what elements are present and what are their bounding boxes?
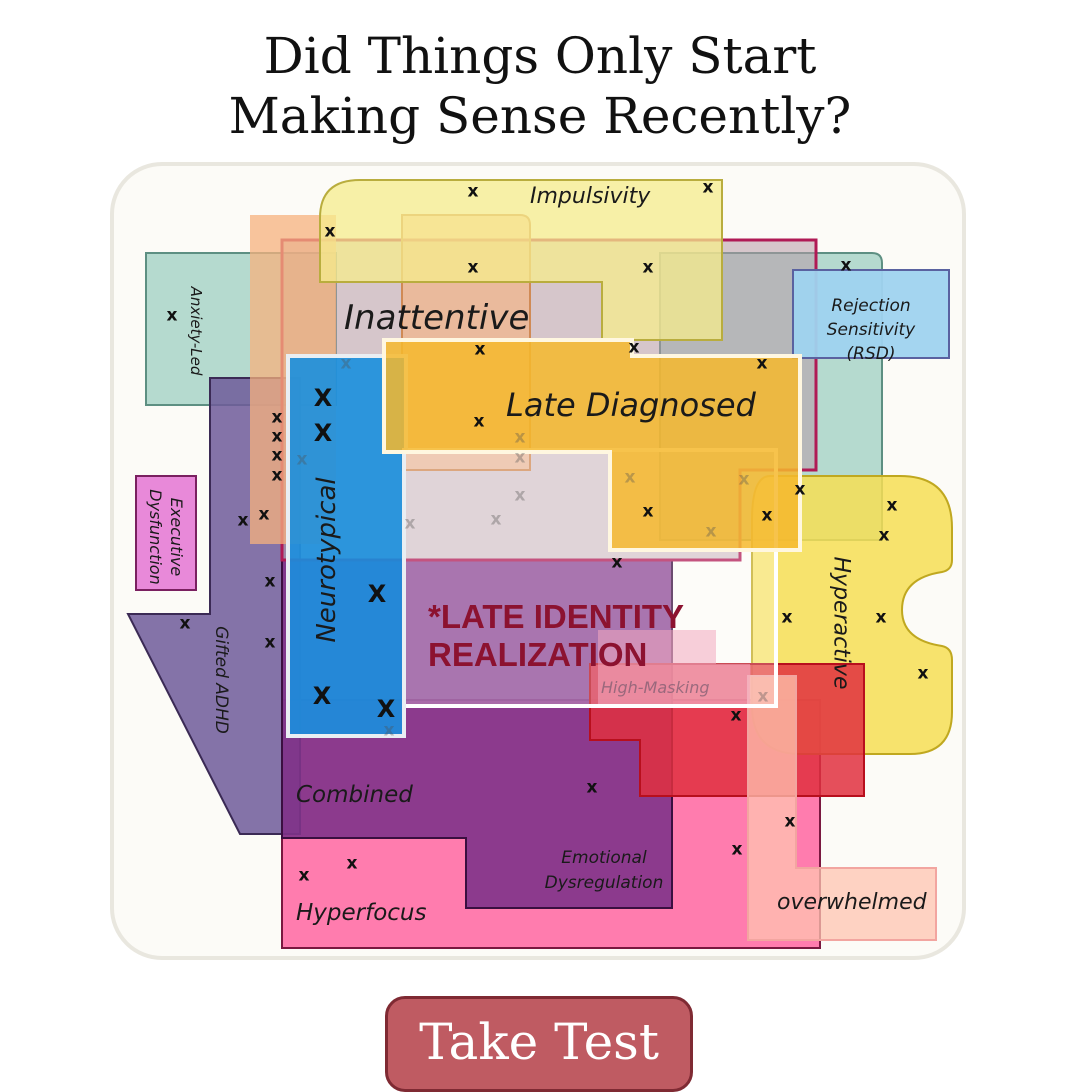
marker-x: x [611, 552, 623, 573]
marker-x-faint: x [383, 720, 395, 741]
title-line-1: Did Things Only Start [263, 27, 817, 85]
page-title: Did Things Only Start Making Sense Recen… [0, 26, 1080, 146]
marker-x: x [875, 607, 887, 628]
label-impulsivity: Impulsivity [530, 184, 651, 209]
marker-x: x [467, 181, 479, 202]
marker-x-faint: x [757, 686, 769, 707]
marker-x: x [271, 407, 283, 428]
marker-x-big: X [313, 384, 333, 412]
title-line-2: Making Sense Recently? [228, 87, 852, 145]
marker-x-faint: x [296, 449, 308, 470]
marker-x: x [264, 571, 276, 592]
marker-x: x [781, 607, 793, 628]
marker-x-big: X [367, 580, 387, 608]
marker-x-faint: x [705, 521, 717, 542]
marker-x: x [346, 853, 358, 874]
marker-x: x [886, 495, 898, 516]
marker-x: x [731, 839, 743, 860]
marker-x: x [264, 632, 276, 653]
region-late-diagnosed [382, 338, 802, 552]
marker-x: x [840, 255, 852, 276]
marker-x: x [761, 505, 773, 526]
marker-x: x [878, 525, 890, 546]
marker-x: x [730, 705, 742, 726]
marker-x-faint: x [514, 447, 526, 468]
label-hyperfocus: Hyperfocus [296, 900, 427, 926]
marker-x-big: X [376, 695, 396, 723]
region-impulsivity [319, 179, 723, 341]
marker-x: x [473, 411, 485, 432]
label-anxiety-led: Anxiety-Led [187, 286, 205, 376]
marker-x: x [166, 305, 178, 326]
marker-x: x [586, 777, 598, 798]
marker-x-faint: x [514, 485, 526, 506]
marker-x: x [702, 177, 714, 198]
marker-x: x [271, 445, 283, 466]
label-inattentive: Inattentive [344, 298, 530, 338]
marker-x: x [271, 465, 283, 486]
region-executive-dysfunction [135, 475, 197, 591]
marker-x: x [324, 221, 336, 242]
late-identity-realization-label: *LATE IDENTITY REALIZATION [428, 598, 728, 674]
take-test-button[interactable]: Take Test [385, 996, 693, 1092]
label-overwhelmed: overwhelmed [777, 890, 927, 915]
label-executive-dysfunction: Executive Dysfunction [145, 481, 187, 593]
label-rsd-text: Rejection Sensitivity (RSD) [826, 296, 916, 364]
marker-x: x [756, 353, 768, 374]
marker-x-faint: x [490, 509, 502, 530]
region-high-masking [598, 630, 750, 704]
marker-x: x [298, 865, 310, 886]
label-combined: Combined [296, 782, 413, 808]
label-hyperactive: Hyperactive [828, 556, 854, 690]
label-emotional-dysregulation: Emotional Dysregulation [536, 846, 672, 896]
marker-x-faint: x [738, 469, 750, 490]
region-overwhelmed [747, 675, 937, 941]
marker-x: x [642, 257, 654, 278]
marker-x-faint: x [624, 467, 636, 488]
label-late-diagnosed: Late Diagnosed [506, 386, 756, 424]
label-high-masking: High-Masking [601, 678, 710, 697]
label-neurotypical: Neurotypical [312, 477, 342, 643]
marker-x-faint: x [404, 513, 416, 534]
marker-x-faint: x [340, 353, 352, 374]
label-gifted-adhd: Gifted ADHD [211, 626, 231, 734]
late-identity-text: *LATE IDENTITY REALIZATION [428, 598, 684, 673]
marker-x: x [237, 510, 249, 531]
marker-x-faint: x [514, 427, 526, 448]
label-rsd: Rejection Sensitivity (RSD) [800, 294, 942, 366]
marker-x: x [271, 426, 283, 447]
marker-x: x [179, 613, 191, 634]
marker-x: x [917, 663, 929, 684]
marker-x: x [474, 339, 486, 360]
label-executive-text: Executive Dysfunction [146, 489, 186, 585]
marker-x: x [467, 257, 479, 278]
marker-x: x [784, 811, 796, 832]
region-rsd [792, 269, 950, 359]
marker-x-big: X [312, 682, 332, 710]
marker-x: x [258, 504, 270, 525]
marker-x-big: X [313, 419, 333, 447]
label-emotional-text: Emotional Dysregulation [544, 848, 664, 893]
marker-x: x [642, 501, 654, 522]
marker-x: x [628, 337, 640, 358]
marker-x: x [794, 479, 806, 500]
